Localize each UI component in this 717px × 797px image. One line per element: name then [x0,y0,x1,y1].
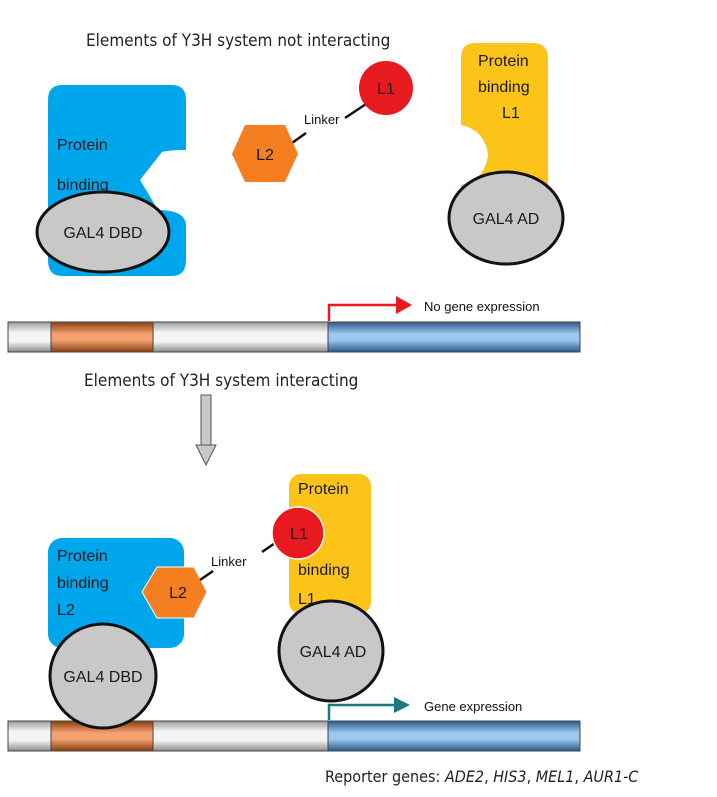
reporter-gene-2: HIS3 [493,767,526,786]
reporter-gene-1: ADE2 [444,767,484,786]
yellow-protein-line-3: L1 [502,105,520,122]
l2-hexagon-top [232,125,298,182]
gal4-ad-bottom [277,599,385,703]
protein-binding-l2-bottom [48,538,184,648]
reporter-sep-1: , [484,767,493,786]
dna-binding-site-top [50,321,154,353]
down-arrow-icon [195,394,217,467]
gal4-dbd-label-bottom: GAL4 DBD [63,669,142,686]
reporter-gene-4: AUR1-C [583,767,640,786]
reporter-gene-3: MEL1 [536,767,575,786]
gene-expression-label: Gene expression [424,699,522,714]
gal4-dbd-top [35,190,171,274]
reporter-gene-bottom [327,720,581,752]
yellow-protein-line-1: Protein [478,53,529,70]
l2-label-top: L2 [256,147,274,164]
top-title: Elements of Y3H system not interacting [86,31,390,51]
gal4-ad-label-top: GAL4 AD [473,211,540,228]
linker-label-top: Linker [304,112,340,127]
no-expression-arrow [327,296,412,321]
blue-protein-line-1: Protein [57,137,108,154]
yellow-protein-bottom-line-1: Protein [298,481,349,498]
blue-protein-bottom-line-2: binding [57,575,109,592]
l1-label-top: L1 [377,81,395,98]
gal4-dbd-label-top: GAL4 DBD [63,225,142,242]
linker-line-top-a [291,131,307,145]
reporter-sep-2: , [527,767,536,786]
yellow-protein-line-2: binding [478,79,530,96]
gal4-dbd-bottom [48,622,158,730]
l1-circle-top [359,61,413,115]
l1-label-bottom: L1 [290,526,308,543]
linker-line-top-b [344,102,367,120]
gene-expression-arrow [327,697,410,720]
l1-circle-bottom [271,506,325,560]
reporter-sep-3: , [574,767,583,786]
reporter-prefix: Reporter genes: [325,767,445,786]
gal4-ad-top [447,170,565,266]
reporter-genes-caption: Reporter genes: ADE2, HIS3, MEL1, AUR1-C [325,767,639,786]
l2-label-bottom: L2 [169,585,187,602]
yellow-protein-bottom-line-2: binding [298,562,350,579]
bottom-title: Elements of Y3H system interacting [84,371,358,391]
blue-protein-bottom-line-1: Protein [57,548,108,565]
l2-hexagon-bottom [141,566,208,619]
no-gene-expression-label: No gene expression [424,299,540,314]
reporter-gene-top [327,321,581,353]
linker-line-bottom-a [199,569,214,582]
blue-protein-line-2: binding [57,177,109,194]
gal4-ad-label-bottom: GAL4 AD [300,644,367,661]
dna-strand-top [7,321,581,353]
blue-protein-bottom-line-3: L2 [57,602,75,619]
linker-label-bottom: Linker [211,554,247,569]
